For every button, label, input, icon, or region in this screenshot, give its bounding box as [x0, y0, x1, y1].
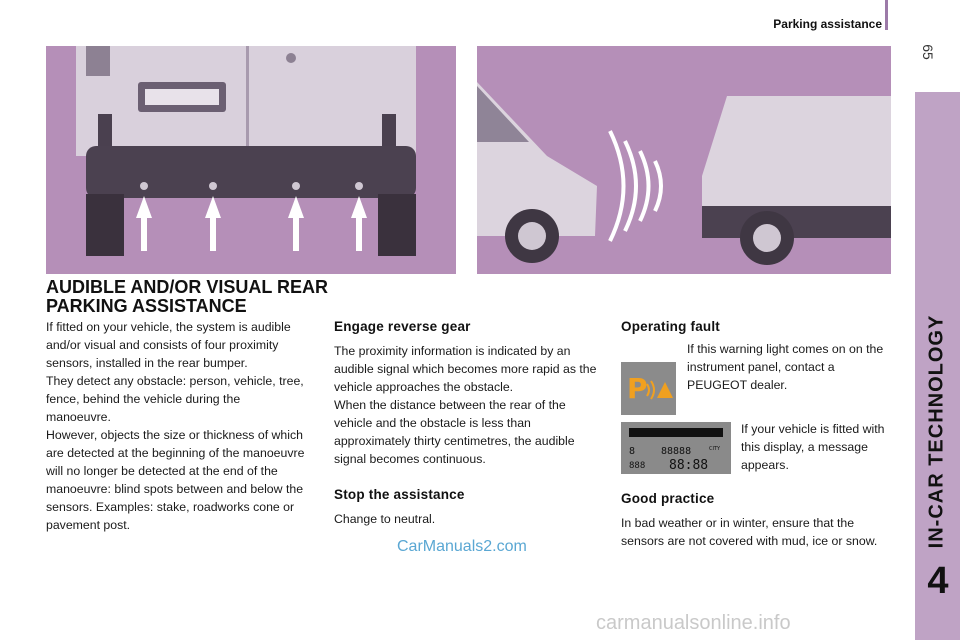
intro-paragraph-3: However, objects the size or thickness o…	[46, 428, 305, 532]
chapter-label: IN-CAR TECHNOLOGY	[925, 314, 948, 549]
engage-paragraph-2: When the distance between the rear of th…	[334, 398, 575, 466]
intro-paragraph-2: They detect any obstacle: person, vehicl…	[46, 374, 304, 424]
chapter-number: 4	[927, 560, 949, 602]
fault-column: Operating fault P If this warning light …	[621, 318, 891, 550]
display-block: 8 88888 CITY 888 88:88 If your vehicle i…	[621, 422, 891, 490]
warning-light-text: If this warning light comes on on the in…	[687, 342, 884, 392]
engage-paragraph-1: The proximity information is indicated b…	[334, 344, 597, 394]
main-title: AUDIBLE AND/OR VISUAL REAR PARKING ASSIS…	[46, 277, 329, 316]
intro-column: If fitted on your vehicle, the system is…	[46, 318, 308, 534]
good-practice-heading: Good practice	[621, 491, 715, 506]
fault-heading: Operating fault	[621, 319, 721, 334]
parking-warning-light-icon: P	[621, 362, 676, 415]
display-digits-bottom: 88:88	[669, 458, 708, 473]
watermark-link[interactable]: CarManuals2.com	[397, 538, 527, 555]
engage-heading: Engage reverse gear	[334, 319, 471, 334]
svg-text:8: 8	[629, 446, 635, 457]
stop-text: Change to neutral.	[334, 512, 436, 526]
van-rear-graphic	[46, 46, 456, 274]
header-divider	[885, 0, 888, 30]
rear-sensors-illustration	[46, 46, 456, 274]
side-view-illustration	[477, 46, 891, 274]
footer-site: carmanualsonline.info	[596, 612, 791, 634]
display-city: CITY	[709, 446, 721, 452]
multifunction-display-icon: 8 88888 CITY 888 88:88	[621, 422, 731, 474]
display-text: If your vehicle is fitted with this disp…	[741, 422, 885, 472]
engage-column: Engage reverse gear The proximity inform…	[334, 318, 604, 528]
section-title: Parking assistance	[773, 17, 882, 31]
intro-paragraph-1: If fitted on your vehicle, the system is…	[46, 320, 291, 370]
warning-light-block: P If this warning light comes on on the …	[621, 342, 891, 422]
page-number: 65	[920, 44, 936, 60]
good-practice-text: In bad weather or in winter, ensure that…	[621, 516, 878, 548]
vans-side-graphic	[477, 46, 891, 274]
svg-text:P: P	[627, 372, 648, 405]
display-small: 888	[629, 461, 645, 471]
display-digits-top: 88888	[661, 446, 691, 457]
chapter-tab	[915, 92, 960, 640]
stop-heading: Stop the assistance	[334, 487, 465, 502]
